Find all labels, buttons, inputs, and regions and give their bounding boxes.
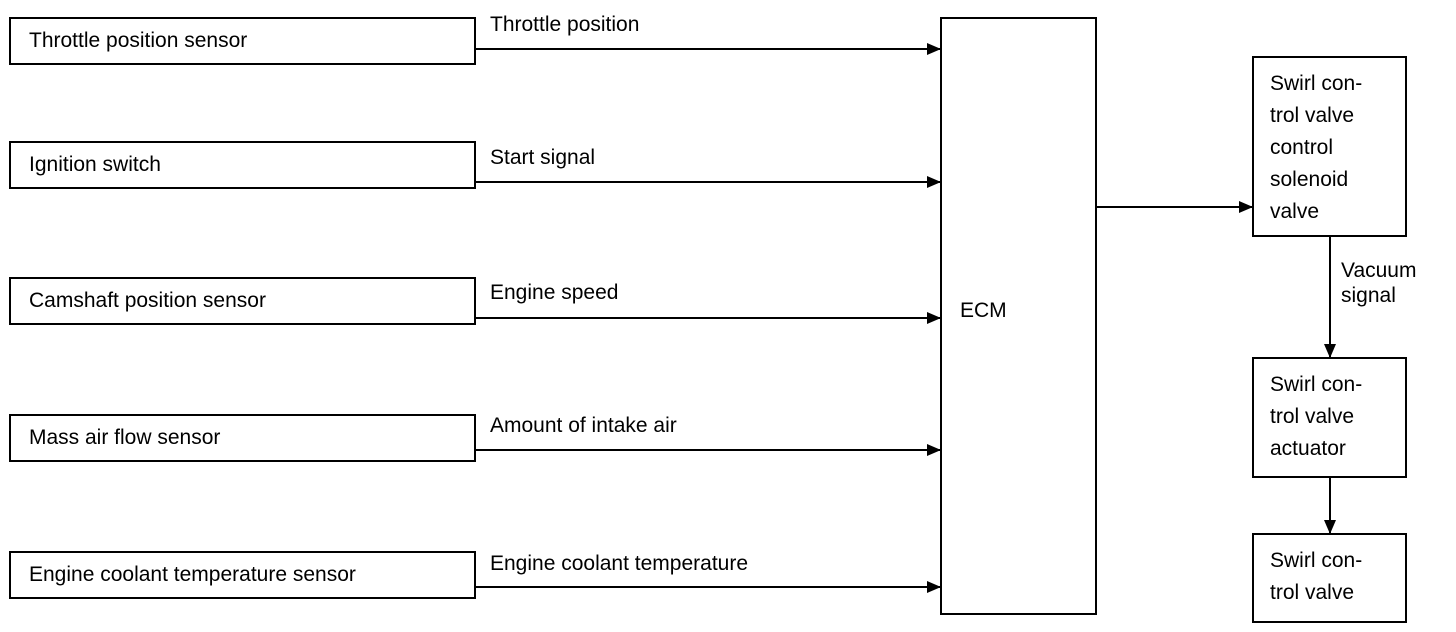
signal-label-throttle-position: Throttle position (490, 13, 640, 36)
swirl-control-valve-label: Swirl con- trol valve (1270, 549, 1363, 604)
sensor-label: Engine coolant temperature sensor (29, 563, 356, 586)
camshaft-position-sensor-box: Camshaft position sensor (9, 277, 476, 325)
signal-label-coolant-temperature: Engine coolant temperature (490, 552, 748, 575)
sensor-label: Ignition switch (29, 153, 161, 176)
vacuum-signal-label: Vacuum signal (1341, 259, 1417, 307)
ecm-box: ECM (940, 17, 1097, 615)
sensor-label: Mass air flow sensor (29, 426, 221, 449)
signal-label-start-signal: Start signal (490, 146, 596, 169)
sensor-label: Throttle position sensor (29, 29, 248, 52)
solenoid-valve-box: Swirl con- trol valve control solenoid v… (1252, 56, 1407, 237)
solenoid-valve-label: Swirl con- trol valve control solenoid v… (1270, 72, 1363, 223)
throttle-position-sensor-box: Throttle position sensor (9, 17, 476, 65)
signal-label-engine-speed: Engine speed (490, 281, 619, 304)
sensor-label: Camshaft position sensor (29, 289, 266, 312)
signal-label-intake-air: Amount of intake air (490, 414, 677, 437)
ecm-label: ECM (960, 299, 1007, 322)
ignition-switch-box: Ignition switch (9, 141, 476, 189)
mass-air-flow-sensor-box: Mass air flow sensor (9, 414, 476, 462)
actuator-box: Swirl con- trol valve actuator (1252, 357, 1407, 478)
engine-coolant-temperature-sensor-box: Engine coolant temperature sensor (9, 551, 476, 599)
swirl-control-valve-box: Swirl con- trol valve (1252, 533, 1407, 623)
actuator-label: Swirl con- trol valve actuator (1270, 373, 1363, 460)
